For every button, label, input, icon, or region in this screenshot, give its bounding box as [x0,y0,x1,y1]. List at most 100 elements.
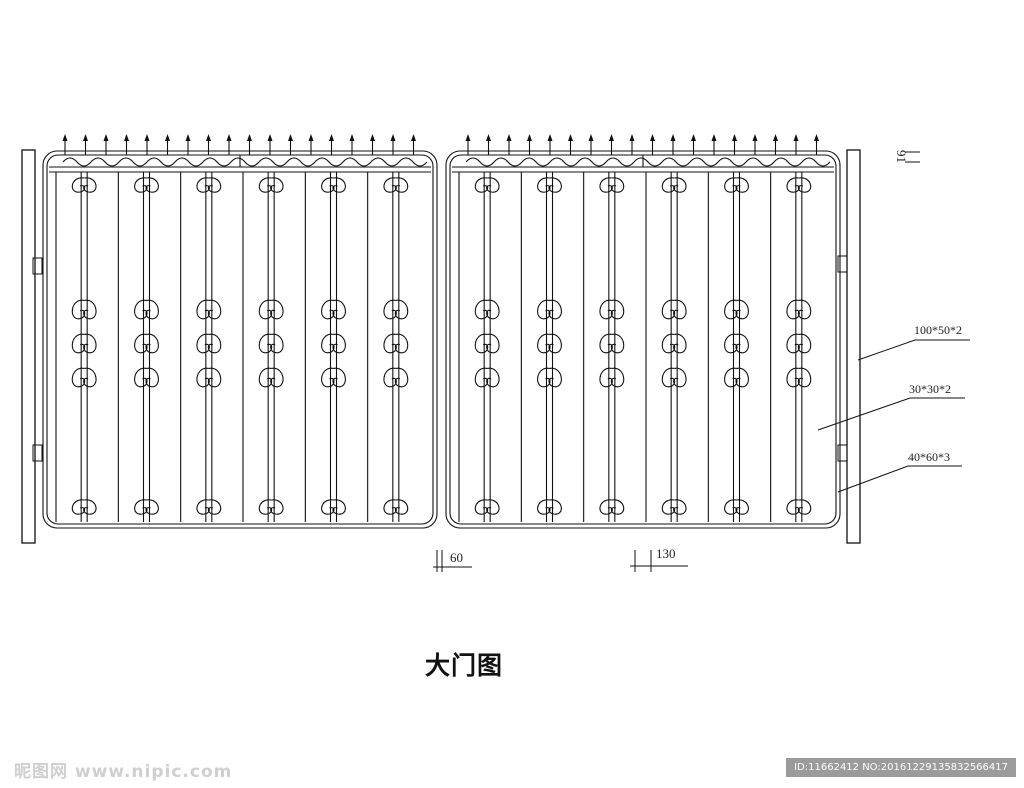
ornament-bottom [486,499,500,515]
ornament-top [661,177,676,193]
rail-scroll [286,157,316,167]
ornament-top [134,177,148,193]
ornament-top [270,177,284,193]
image-id-badge: ID:11662412 NO:20161229135832566417 [786,758,1016,777]
ornament-top [537,177,551,193]
dim-label-small: 60 [450,550,463,565]
ornament-bottom [258,499,273,515]
dim-label-large: 130 [656,546,676,561]
leaf-frame-outer [445,150,841,529]
leaf-frame-inner [46,154,434,525]
ornament-middle-center [258,333,273,354]
ornament-middle-lower [394,367,409,388]
ornament-middle-center [610,333,625,354]
ornament-top [724,177,738,193]
rail-scroll [230,157,260,167]
ornament-middle-lower [196,367,210,388]
ornament-middle-lower [145,367,159,388]
ornament-bottom [735,499,749,515]
ornament-bottom [394,499,409,515]
ornament-top [196,177,210,193]
spike-tip [814,134,819,141]
rail-scroll [773,157,803,167]
ornament-middle-upper [258,299,273,320]
spike-tip [568,134,573,141]
ornament-top [332,177,346,193]
ornament-middle-center [270,333,284,354]
ornament-top [474,177,489,193]
ornament-middle-lower [332,367,346,388]
spike-tip [83,134,88,141]
ornament-middle-lower [270,367,284,388]
spike-tip [62,134,68,141]
spike-tip [247,134,252,141]
ornament-middle-upper [474,299,489,320]
spike-tip [267,134,273,141]
rail-scroll [314,157,344,167]
spike-tip [547,134,553,141]
rail-scroll [370,157,400,167]
spike-tip [732,134,737,141]
spike-tip [670,134,676,141]
ornament-middle-lower [610,367,625,388]
ornament-middle-center [207,333,222,354]
spike-tip [773,134,778,141]
ornament-bottom [332,499,346,515]
ornament-middle-upper [548,299,562,320]
spike-tip [329,134,334,141]
spike-tip [793,134,799,141]
spec-label-1: 100*50*2 [914,323,962,337]
ornament-middle-upper [394,299,409,320]
gate-leaf-left [42,134,438,529]
ornament-top [486,177,500,193]
spike-tip [588,134,594,141]
ornament-middle-upper [661,299,676,320]
rail-scroll [745,157,775,167]
ornament-middle-center [797,333,812,354]
ornament-middle-lower [548,367,562,388]
ornament-top [83,177,97,193]
ornament-top [735,177,749,193]
ornament-middle-lower [83,367,97,388]
ornament-middle-center [83,333,97,354]
ornament-bottom [786,499,800,515]
ornament-middle-center [548,333,562,354]
ornament-middle-center [134,333,148,354]
ornament-middle-lower [321,367,335,388]
ornament-middle-lower [383,367,397,388]
ornament-middle-upper [270,299,284,320]
ornament-middle-upper [610,299,625,320]
spike-tip [206,134,211,141]
ornament-middle-lower [207,367,222,388]
ornament-middle-center [599,333,613,354]
spike-tip [308,134,314,141]
ornament-bottom [145,499,159,515]
spike-tip [411,134,416,141]
ornament-middle-lower [724,367,738,388]
ornament-bottom [196,499,210,515]
rail-scroll [62,157,92,167]
ornament-bottom [474,499,489,515]
spike-tip [609,134,614,141]
spike-tip [288,134,293,141]
ornament-top [599,177,613,193]
ornament-middle-upper [673,299,687,320]
watermark-brand: 昵图网 www.nipic.com [14,762,233,782]
spike-tip [103,134,109,141]
ornament-middle-center [383,333,397,354]
rail-scroll [801,157,831,167]
ornament-middle-lower [599,367,613,388]
rail-scroll [465,157,495,167]
ornament-middle-lower [673,367,687,388]
ornament-bottom [207,499,222,515]
ornament-middle-center [537,333,551,354]
ornament-middle-upper [321,299,335,320]
ornament-middle-center [735,333,749,354]
ornament-top [321,177,335,193]
spike-tip [691,134,696,141]
ornament-middle-lower [474,367,489,388]
rail-scroll [90,157,120,167]
ornament-middle-upper [735,299,749,320]
ornament-top [258,177,273,193]
